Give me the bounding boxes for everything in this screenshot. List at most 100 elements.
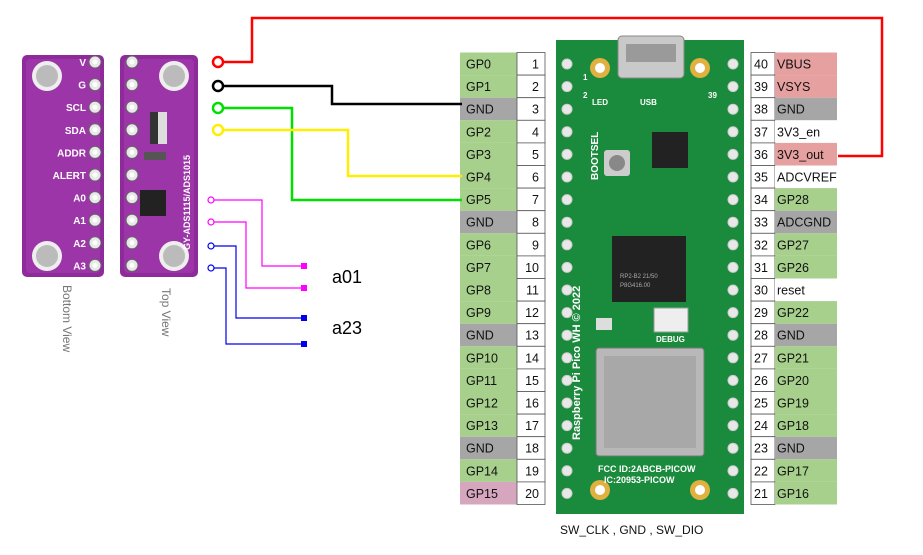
left-pin-label: GP10 [466,351,498,365]
pico-left-hole [561,442,573,454]
right-pin-number: 34 [754,193,768,207]
right-pin-number: 29 [754,306,768,320]
top-pin-center [129,195,135,201]
right-pin-label-cell [775,120,837,143]
left-pin-label-cell [460,278,517,302]
right-pin-label: GND [777,442,805,456]
left-pin-number: 16 [525,397,539,411]
pico-right-hole [727,442,739,454]
left-pin-number: 14 [525,351,539,365]
left-pin-number: 5 [532,148,539,162]
wire-a1-magenta [214,221,304,289]
left-pin-label-cell [460,323,517,347]
wires [214,16,884,345]
right-pin-number: 22 [754,464,768,478]
left-pin-number: 4 [532,125,539,139]
pico-right-hole [727,307,739,319]
wire-end-a1 [207,218,215,226]
right-pin-label-cell [775,459,837,482]
left-pin-label: GP6 [466,238,491,252]
wire-a0-magenta [214,199,304,267]
wire-end-green [211,101,225,115]
pico-right-hole [727,420,739,432]
left-pin-num-cell [516,97,546,121]
right-pin-label: GP21 [777,351,809,365]
bottom-pin-center [92,262,98,268]
pico-right-hole [727,374,739,386]
wire-gnd-black [224,84,462,106]
wire-a2-blue [214,245,304,319]
chip-marking-1: RP2-B2 21/50 [620,274,658,280]
pico-right-hole [727,148,739,160]
right-pin-label: 3V3_out [777,148,824,162]
bottom-pin-label: A2 [73,239,86,250]
right-pin-number: 38 [754,103,768,117]
right-pin-label-cell [775,278,837,302]
pico-left-hole [561,420,573,432]
right-pin-label: ADCVREF [777,171,837,185]
bottom-pin-center [92,149,98,155]
right-pin-label-cell [775,210,837,234]
pico-left-hole [561,397,573,409]
pico-left-hole [561,103,573,115]
left-pin-number: 15 [525,374,539,388]
terminal-a0 [301,263,307,269]
bottom-pin-label: G [78,81,86,92]
right-pin-label: VBUS [777,58,811,72]
wire-end-black [211,79,225,93]
left-pin-label-cell [460,255,517,279]
board-model-text: Raspberry Pi Pico WH © 2022 [571,286,583,440]
wire-end-a0 [207,196,215,204]
right-pin-number: 33 [754,216,768,230]
wire-end-a2 [207,242,215,250]
right-pin-label: GND [777,329,805,343]
pico-left-hole [561,194,573,206]
left-pin-number: 19 [525,464,539,478]
pico-right-hole [727,216,739,228]
top-pin-center [129,104,135,110]
bootsel-text: BOOTSEL [590,132,601,180]
wire-ends [207,55,307,347]
bottom-pin-center [92,240,98,246]
left-pin-label: GP9 [466,306,491,320]
bottom-pin-label: ADDR [57,148,87,159]
rp2040-chip [612,236,686,302]
left-pin-number: 11 [526,284,539,298]
left-pin-label: GP4 [466,171,491,185]
left-pin-num-cell [516,481,546,505]
right-pin-label-cell [775,323,837,347]
ic-text: IC:20953-PICOW [604,475,675,485]
left-pin-label: GP12 [466,397,498,411]
left-pin-num-cell [516,232,546,257]
right-pin-number: 37 [754,125,768,139]
pico-left-hole [561,374,573,386]
right-pin-number: 30 [754,284,768,298]
left-pin-label: GP0 [466,58,491,72]
top-view-label: Top View [159,288,173,337]
left-pin-number: 8 [532,216,539,230]
right-pin-number: 28 [754,329,768,343]
right-pin-label-cell [775,346,837,369]
right-pin-label: GP22 [777,306,809,320]
bottom-pin-center [92,127,98,133]
usb-text: USB [640,98,657,107]
pico-right-hole [727,194,739,206]
pico-left-hole [561,216,573,228]
right-pin-label-cell [775,52,837,76]
footer-text: SW_CLK , GND , SW_DIO [560,523,703,537]
right-pin-label-cell [775,301,837,324]
left-pin-label-cell [460,301,517,324]
pico-left-hole [561,487,573,499]
right-pin-label: GP16 [777,487,809,501]
right-pin-label-cell [775,414,837,437]
left-pin-label-cell [460,233,517,256]
right-pin-label-cell [775,188,837,211]
label-a23: a23 [332,318,362,338]
top-pin-center [129,217,135,223]
bottom-pin-center [92,82,98,88]
left-pin-label: GP8 [466,284,491,298]
bottom-pin-center [92,104,98,110]
debug-text: DEBUG [656,335,685,344]
left-pin-number: 7 [532,193,539,207]
